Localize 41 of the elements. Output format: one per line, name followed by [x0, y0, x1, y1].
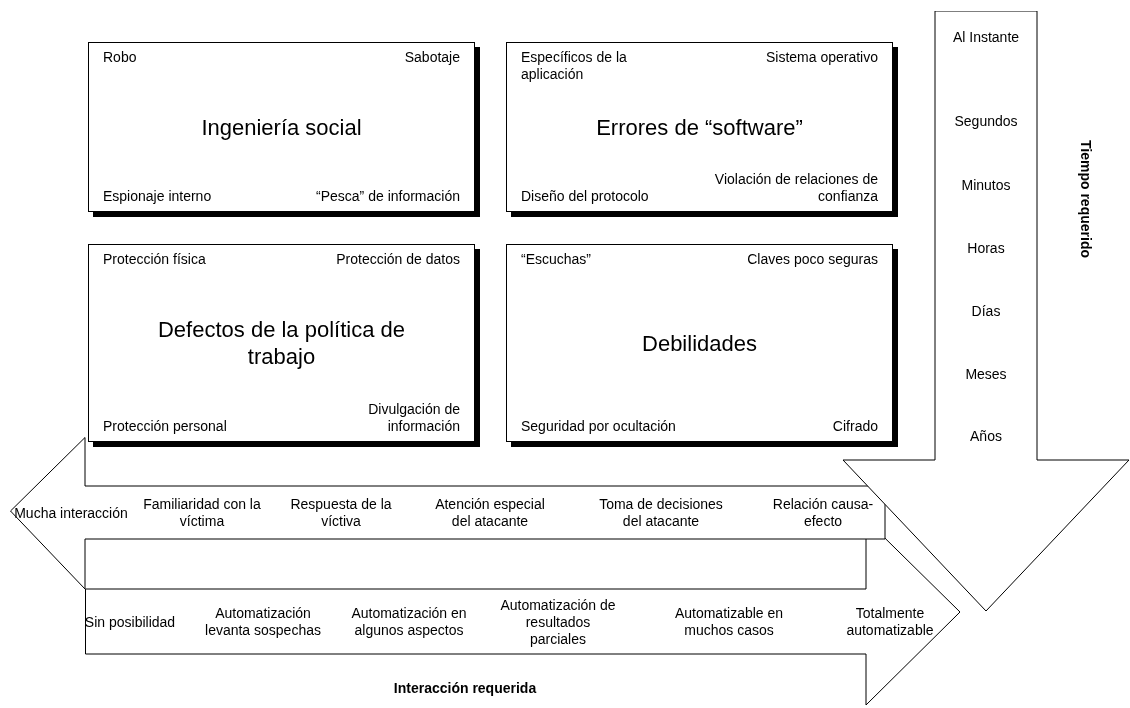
- corner-label: Sistema operativo: [765, 49, 878, 66]
- scale-label: Automatización levanta sospechas: [204, 604, 322, 639]
- corner-label: Claves poco seguras: [747, 251, 878, 268]
- corner-label: Cifrado: [832, 418, 878, 435]
- scale-label: Relación causa-efecto: [771, 495, 875, 530]
- corner-label: “Pesca” de información: [316, 188, 460, 205]
- scale-label: Totalmente automatizable: [845, 604, 935, 639]
- box-title: Debilidades: [641, 329, 758, 357]
- scale-label: Familiaridad con la víctima: [142, 495, 262, 530]
- corner-label: Divulgación de información: [367, 401, 460, 435]
- scale-label: Toma de decisiones del atacante: [599, 495, 723, 530]
- box-title: Ingeniería social: [200, 113, 363, 141]
- box-title: Errores de “software”: [595, 113, 804, 141]
- corner-label: Protección personal: [103, 418, 227, 435]
- scale-label: Meses: [964, 366, 1008, 383]
- box-title: Defectos de la política de trabajo: [156, 316, 406, 370]
- corner-label: Seguridad por ocultación: [521, 418, 676, 435]
- corner-label: Violación de relaciones de confianza: [713, 171, 878, 205]
- scale-label: Automatizable en muchos casos: [673, 604, 785, 639]
- scale-label: Al Instante: [951, 29, 1021, 46]
- corner-label: Diseño del protocolo: [521, 188, 649, 205]
- corner-label: Protección física: [103, 251, 206, 268]
- scale-label: Minutos: [960, 177, 1012, 194]
- axis-title: Interacción requerida: [393, 680, 537, 696]
- scale-label: Segundos: [953, 113, 1019, 130]
- corner-label: Protección de datos: [336, 251, 460, 268]
- corner-label: Robo: [103, 49, 137, 66]
- scale-label: Horas: [966, 240, 1006, 257]
- scale-label: Respuesta de la víctiva: [289, 495, 393, 530]
- corner-label: Espionaje interno: [103, 188, 212, 205]
- corner-label: Específicos de la aplicación: [521, 49, 628, 83]
- corner-label: Sabotaje: [404, 49, 460, 66]
- corner-label: “Escuchas”: [521, 251, 592, 268]
- scale-label: Sin posibilidad: [83, 613, 177, 630]
- axis-title: Tiempo requerido: [1078, 140, 1094, 258]
- scale-label: Automatización en algunos aspectos: [350, 604, 468, 639]
- scale-label: Automatización de resultados parciales: [499, 596, 617, 647]
- scale-label: Años: [969, 428, 1003, 445]
- scale-label: Atención especial del atacante: [434, 495, 546, 530]
- scale-label: Mucha interacción: [13, 504, 129, 521]
- scale-label: Días: [970, 303, 1002, 320]
